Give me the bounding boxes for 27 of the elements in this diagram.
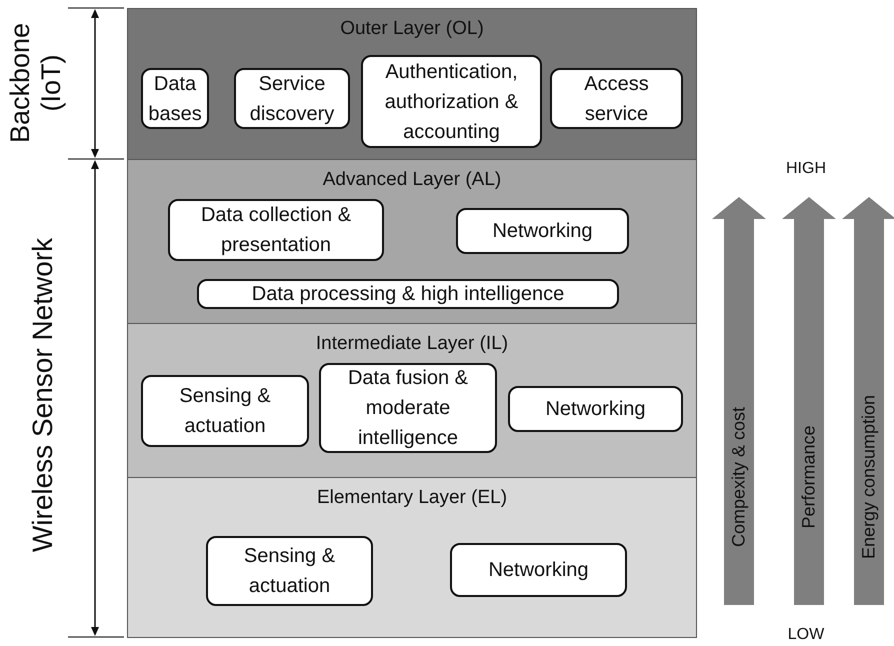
- function-box: Networking: [508, 386, 683, 432]
- function-box: Service discovery: [234, 68, 350, 129]
- function-box: Data collection & presentation: [168, 199, 384, 261]
- layer-title: Outer Layer (OL): [339, 18, 485, 40]
- function-box: Sensing & actuation: [206, 536, 373, 606]
- layer-band: [127, 8, 697, 160]
- function-box: Sensing & actuation: [141, 375, 309, 447]
- side-label: Backbone (IoT): [4, 22, 67, 146]
- layer-band: [127, 323, 697, 478]
- layer-band: [127, 159, 697, 324]
- arrow-label: Performance: [798, 425, 820, 529]
- side-label: Wireless Sensor Network: [26, 236, 59, 554]
- function-box: Authentication, authorization & accounting: [361, 55, 542, 148]
- layer-title: Elementary Layer (EL): [316, 487, 508, 509]
- layer-title: Intermediate Layer (IL): [314, 333, 510, 355]
- function-box: Networking: [456, 208, 629, 254]
- layer-band: [127, 477, 697, 638]
- layer-title: Advanced Layer (AL): [322, 169, 502, 191]
- scale-label: LOW: [788, 626, 824, 644]
- arrow-label: Energy consumption: [858, 394, 880, 560]
- function-box: Networking: [450, 543, 627, 597]
- scale-label: HIGH: [786, 160, 826, 178]
- arrow-label: Compexity & cost: [728, 406, 750, 548]
- function-box: Access service: [550, 68, 683, 129]
- function-box: Data processing & high intelligence: [197, 279, 619, 309]
- function-box: Data bases: [141, 68, 209, 129]
- function-box: Data fusion & moderate intelligence: [319, 363, 497, 453]
